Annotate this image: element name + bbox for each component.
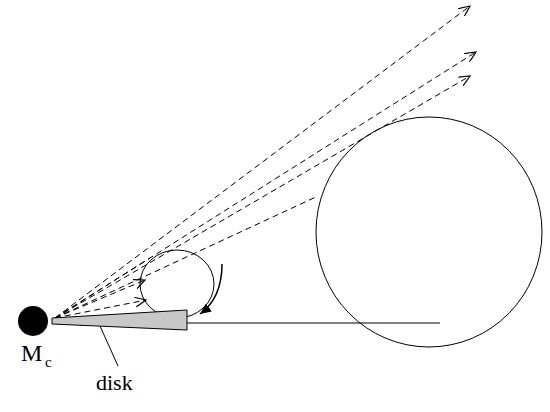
mass-subscript: c (45, 355, 52, 370)
light-rays (55, 6, 476, 318)
small-star (140, 250, 214, 318)
accretion-disk (52, 310, 187, 330)
rotation-arrow (200, 264, 222, 314)
disk-label: disk (96, 372, 133, 394)
large-star (316, 117, 542, 347)
central-mass (18, 306, 48, 336)
mass-symbol: M (21, 341, 42, 365)
orbital-plane (187, 323, 440, 324)
leader-line (100, 326, 118, 366)
